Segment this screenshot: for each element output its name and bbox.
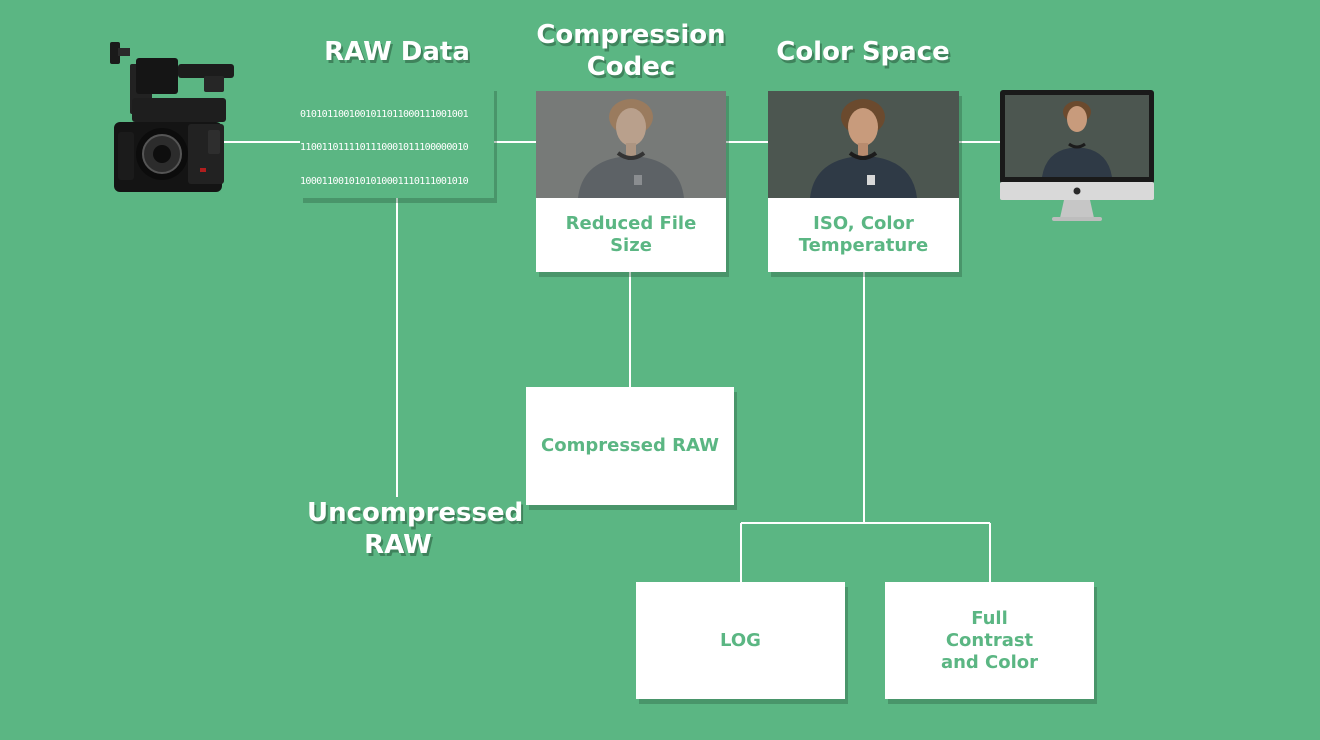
codec-portrait-photo <box>536 91 726 198</box>
cinema-camera-icon <box>110 42 234 192</box>
heading-compression-codec: Compression Codec <box>536 20 726 82</box>
apple-logo-icon <box>1073 187 1081 195</box>
box-compressed-raw: Compressed RAW <box>526 387 734 505</box>
binary-row: 1000110010101010001110111001010 <box>300 176 469 188</box>
box-iso-color-temperature: ISO, Color Temperature <box>768 198 959 272</box>
box-reduced-file-size: Reduced File Size <box>536 198 726 272</box>
heading-uncompressed-raw: Uncompressed RAW <box>307 498 524 560</box>
heading-color-space: Color Space <box>776 37 950 67</box>
desktop-monitor-icon <box>1000 90 1154 221</box>
colorspace-portrait-photo <box>768 91 959 198</box>
binary-row: 1100110111101110001011100000010 <box>300 142 469 154</box>
box-full-contrast-color: Full Contrast and Color <box>885 582 1094 699</box>
raw-data-binary-block: 0101011001001011011000111001001 11001101… <box>300 86 494 198</box>
heading-raw-data: RAW Data <box>324 37 470 67</box>
binary-row: 0101011001001011011000111001001 <box>300 108 469 120</box>
box-log: LOG <box>636 582 845 699</box>
